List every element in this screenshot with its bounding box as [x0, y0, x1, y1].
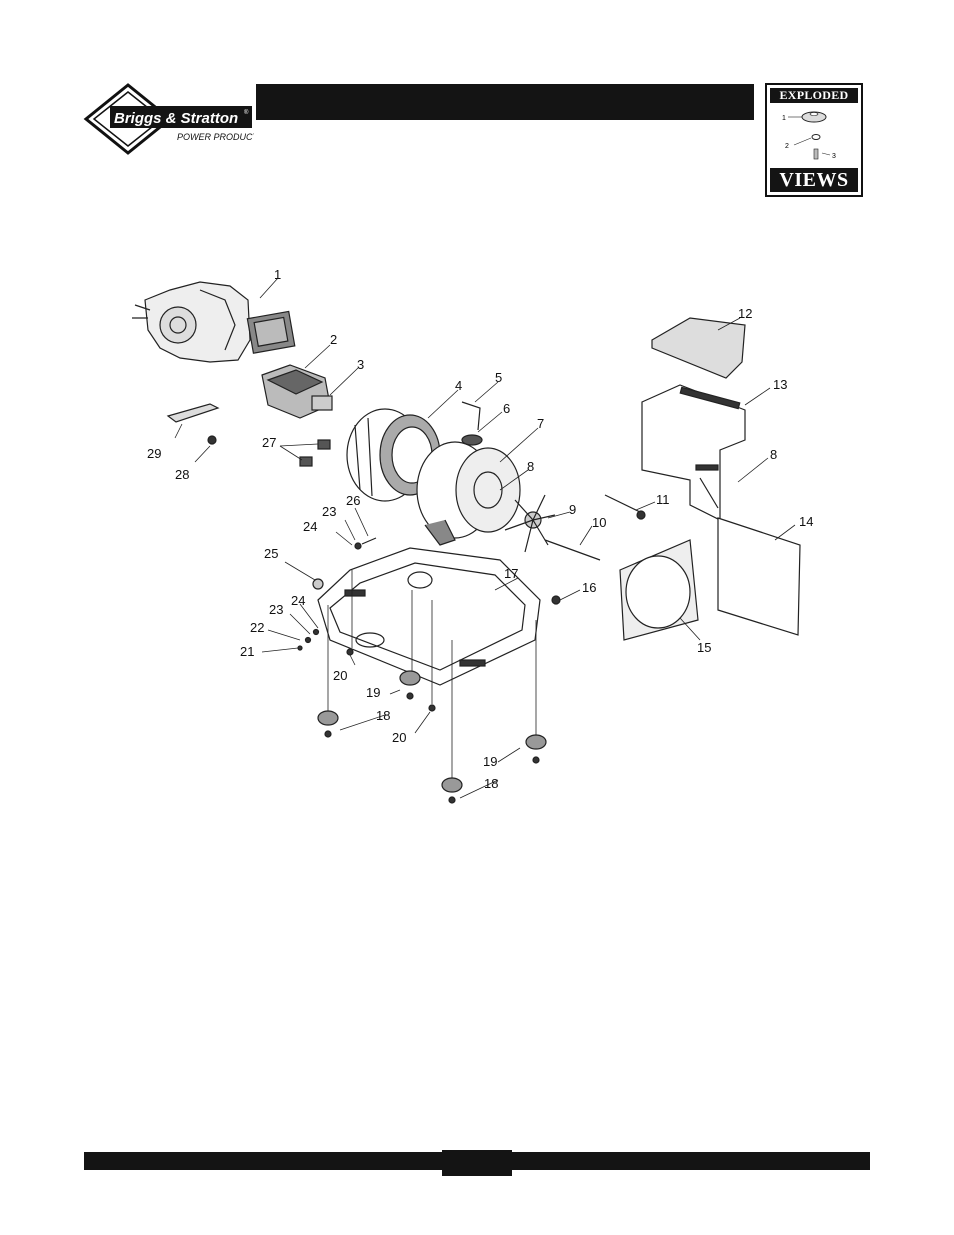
callout-19-b: 19	[483, 754, 497, 769]
callout-6: 6	[503, 401, 510, 416]
callout-21: 21	[240, 644, 254, 659]
callout-28: 28	[175, 467, 189, 482]
briggs-stratton-logo: Briggs & Stratton ® POWER PRODUCTS	[82, 82, 254, 156]
callout-7: 7	[537, 416, 544, 431]
callout-22: 22	[250, 620, 264, 635]
callout-10: 10	[592, 515, 606, 530]
callout-23-b: 23	[322, 504, 336, 519]
callout-11: 11	[656, 492, 670, 507]
callout-18-a: 18	[376, 708, 390, 723]
callout-3: 3	[357, 357, 364, 372]
engine-part	[132, 282, 295, 362]
callout-1: 1	[274, 267, 281, 282]
brand-subtitle: POWER PRODUCTS	[177, 132, 254, 142]
callout-12: 12	[738, 306, 752, 321]
callout-13: 13	[773, 377, 787, 392]
top-panel-part	[652, 318, 745, 378]
badge-top-label: EXPLODED	[770, 88, 858, 103]
callout-24-a: 24	[291, 593, 305, 608]
callout-14: 14	[799, 514, 813, 529]
callout-17: 17	[504, 566, 518, 581]
bracket-part	[168, 404, 218, 422]
brand-name: Briggs & Stratton	[114, 110, 238, 127]
badge-mini-diagram: 1 2 3	[770, 105, 858, 169]
brand-trademark: ®	[244, 109, 249, 116]
exploded-view-diagram: 1 2 3 4 5 6 7 8 8 9 10 11 12 13 14 15 16…	[120, 260, 830, 820]
callout-4: 4	[455, 378, 462, 393]
footer-page-tab	[442, 1150, 512, 1176]
callout-18-b: 18	[484, 776, 498, 791]
callout-23-a: 23	[269, 602, 283, 617]
footer-bar-right	[512, 1152, 870, 1170]
callout-25: 25	[264, 546, 278, 561]
callout-15: 15	[697, 640, 711, 655]
callout-16: 16	[582, 580, 596, 595]
callout-20-a: 20	[333, 668, 347, 683]
badge-callout-3: 3	[832, 153, 836, 160]
inverter-module-part	[262, 365, 332, 418]
header-bar	[256, 84, 754, 120]
callout-19-a: 19	[366, 685, 380, 700]
exploded-views-badge: EXPLODED 1 2 3 VIEWS	[765, 83, 863, 197]
callout-26: 26	[346, 493, 360, 508]
callout-9: 9	[569, 502, 576, 517]
callout-29: 29	[147, 446, 161, 461]
badge-callout-2: 2	[785, 143, 789, 150]
callout-8-a: 8	[527, 459, 534, 474]
callout-24-b: 24	[303, 519, 317, 534]
footer-bar-left	[84, 1152, 442, 1170]
badge-bottom-label: VIEWS	[770, 168, 858, 192]
callout-5: 5	[495, 370, 502, 385]
side-panel-part	[718, 518, 800, 635]
callout-20-b: 20	[392, 730, 406, 745]
callout-2: 2	[330, 332, 337, 347]
badge-callout-1: 1	[782, 115, 786, 122]
callout-8-b: 8	[770, 447, 777, 462]
callout-27: 27	[262, 435, 276, 450]
